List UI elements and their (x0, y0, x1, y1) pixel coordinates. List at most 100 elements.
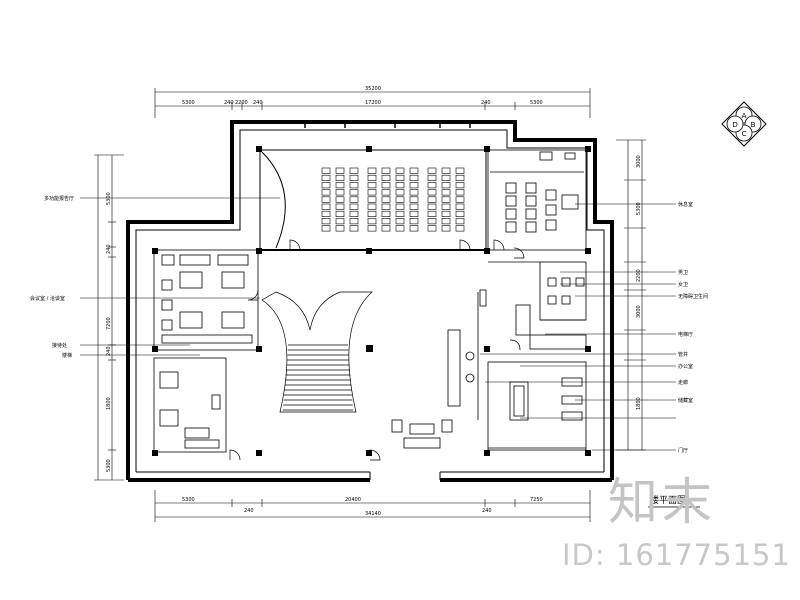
seat (367, 210, 377, 217)
dim-left-8: 5300 (106, 459, 112, 472)
seat (455, 174, 465, 181)
seat (441, 218, 451, 225)
dim-top-0: 5300 (182, 100, 195, 106)
seat (395, 218, 405, 225)
callout-right-0: 休息室 (678, 201, 693, 208)
seat (381, 210, 391, 217)
seat (367, 174, 377, 181)
seat (455, 203, 465, 210)
seat (441, 189, 451, 196)
seat (427, 196, 437, 203)
lecture-hall-seating (321, 167, 465, 232)
seat (321, 210, 331, 217)
seat (367, 167, 377, 174)
seat (395, 225, 405, 232)
entrance-opening (369, 472, 441, 480)
seat (349, 167, 359, 174)
callout-right-5: 管井 (678, 351, 688, 358)
dim-bottom-4: 7250 (530, 497, 543, 503)
lounge-room (487, 149, 587, 251)
dim-left-2: 7200 (106, 317, 112, 330)
seat (381, 203, 391, 210)
seat (409, 167, 419, 174)
right-callout-leaders (480, 203, 676, 451)
seat (349, 174, 359, 181)
dim-left-3: 240 (106, 346, 112, 356)
seat (381, 218, 391, 225)
seat (409, 189, 419, 196)
seat (441, 167, 451, 174)
callout-left-2: 接待处 (52, 342, 67, 349)
door-swings (229, 239, 525, 461)
seat (427, 203, 437, 210)
dim-right-2: 5300 (636, 202, 642, 215)
watermark-id: ID: 161775151 (562, 538, 791, 572)
seat (427, 167, 437, 174)
dim-bottom-1: 240 (244, 508, 254, 514)
compass-letter-d: D (732, 121, 737, 129)
dim-right-4: 3000 (636, 305, 642, 318)
office-room (487, 361, 587, 451)
seat (395, 203, 405, 210)
seat (367, 196, 377, 203)
seat (367, 203, 377, 210)
dim-top-6: 5300 (530, 100, 543, 106)
compass-letter-a: A (742, 112, 747, 120)
seat (427, 218, 437, 225)
seat (427, 210, 437, 217)
callout-left-0: 多功能报告厅 (44, 195, 74, 202)
lecture-hall (259, 149, 487, 251)
seat (381, 167, 391, 174)
seat (349, 210, 359, 217)
seat (441, 174, 451, 181)
seat (455, 167, 465, 174)
seat (409, 218, 419, 225)
seat (367, 218, 377, 225)
seat (395, 210, 405, 217)
seat (335, 210, 345, 217)
bottom-dimension-chain (154, 490, 591, 522)
reception-room (153, 357, 227, 453)
watermark-brand: 知末 (608, 473, 716, 531)
right-dimension-labels: 3000 5300 2200 3000 1800 (636, 155, 642, 410)
seat (321, 174, 331, 181)
seat (381, 182, 391, 189)
seat (349, 225, 359, 232)
seat (349, 189, 359, 196)
dim-bottom-2: 20400 (345, 497, 361, 503)
callout-right-2: 女卫 (678, 281, 688, 288)
seat (381, 225, 391, 232)
seat (335, 174, 345, 181)
dim-bottom-3: 240 (482, 508, 492, 514)
dim-top-3: 240 (253, 100, 263, 106)
lobby-columns (366, 345, 373, 352)
dim-top-total: 35200 (365, 86, 381, 92)
seat (367, 225, 377, 232)
callout-left-3: 楼梯 (62, 352, 72, 359)
seat (427, 182, 437, 189)
seat (349, 182, 359, 189)
callout-right-3: 无障碍卫生间 (678, 293, 708, 300)
seat (409, 203, 419, 210)
seat (321, 196, 331, 203)
service-core (477, 261, 587, 420)
seat (441, 196, 451, 203)
seat (367, 189, 377, 196)
dim-top-4: 17200 (365, 100, 381, 106)
seat (335, 218, 345, 225)
seat (455, 225, 465, 232)
seat (367, 182, 377, 189)
dim-bottom-total: 34140 (365, 511, 381, 517)
seat (381, 174, 391, 181)
seat (455, 218, 465, 225)
seat (455, 196, 465, 203)
seat (395, 196, 405, 203)
seat (409, 182, 419, 189)
dim-right-3: 2200 (636, 269, 642, 282)
dim-left-1: 240 (106, 244, 112, 254)
seat (321, 167, 331, 174)
compass-icon: A B C D (721, 101, 767, 147)
seat (409, 196, 419, 203)
seat (381, 196, 391, 203)
seat (427, 225, 437, 232)
